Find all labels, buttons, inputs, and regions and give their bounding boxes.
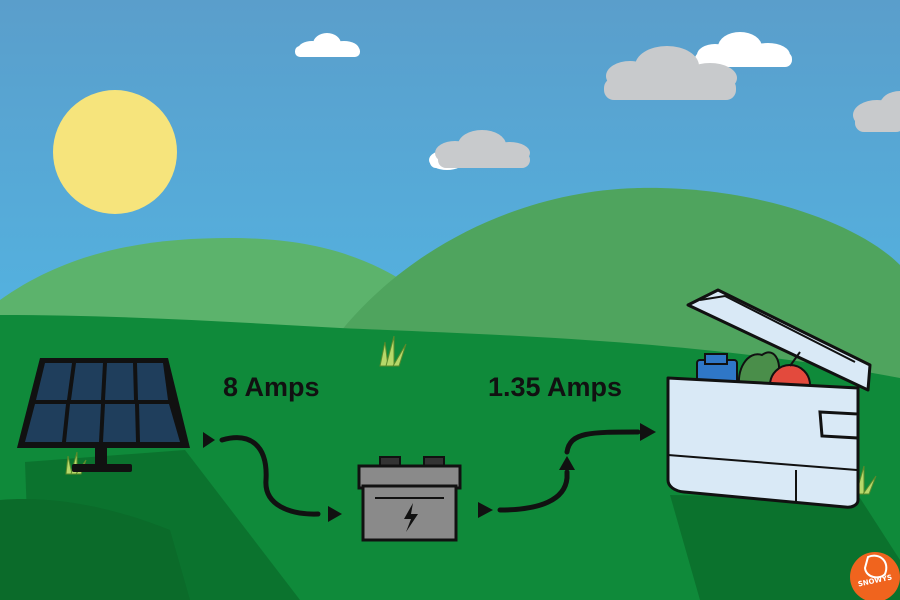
lightning-bolt-icon <box>404 503 418 532</box>
arrow-icon <box>328 506 342 522</box>
cloud-icon <box>695 32 792 67</box>
grass-icon <box>379 335 407 367</box>
sun-icon <box>53 90 177 214</box>
cloud-icon <box>853 91 900 132</box>
solar-panel-icon <box>17 358 190 472</box>
arrow-icon <box>640 423 656 441</box>
cloud-icon <box>295 33 360 57</box>
cooler-shadow <box>670 495 900 600</box>
cloud-icon <box>604 46 737 100</box>
connection-line-to-cooler <box>564 429 641 455</box>
cooler-current-label: 1.35 Amps <box>488 372 623 402</box>
cooler-icon <box>666 288 872 509</box>
cloud-icon <box>435 130 530 168</box>
connection-line-battery-cooler <box>497 469 570 513</box>
connection-line-panel-battery <box>219 435 321 517</box>
snowys-logo-icon <box>850 552 900 600</box>
arrow-icon <box>478 502 493 518</box>
arrow-icon <box>559 456 575 470</box>
battery-icon <box>357 456 462 542</box>
arrow-icon <box>203 432 215 448</box>
solar-current-label: 8 Amps <box>223 372 320 402</box>
foreground-shadow <box>0 499 190 600</box>
